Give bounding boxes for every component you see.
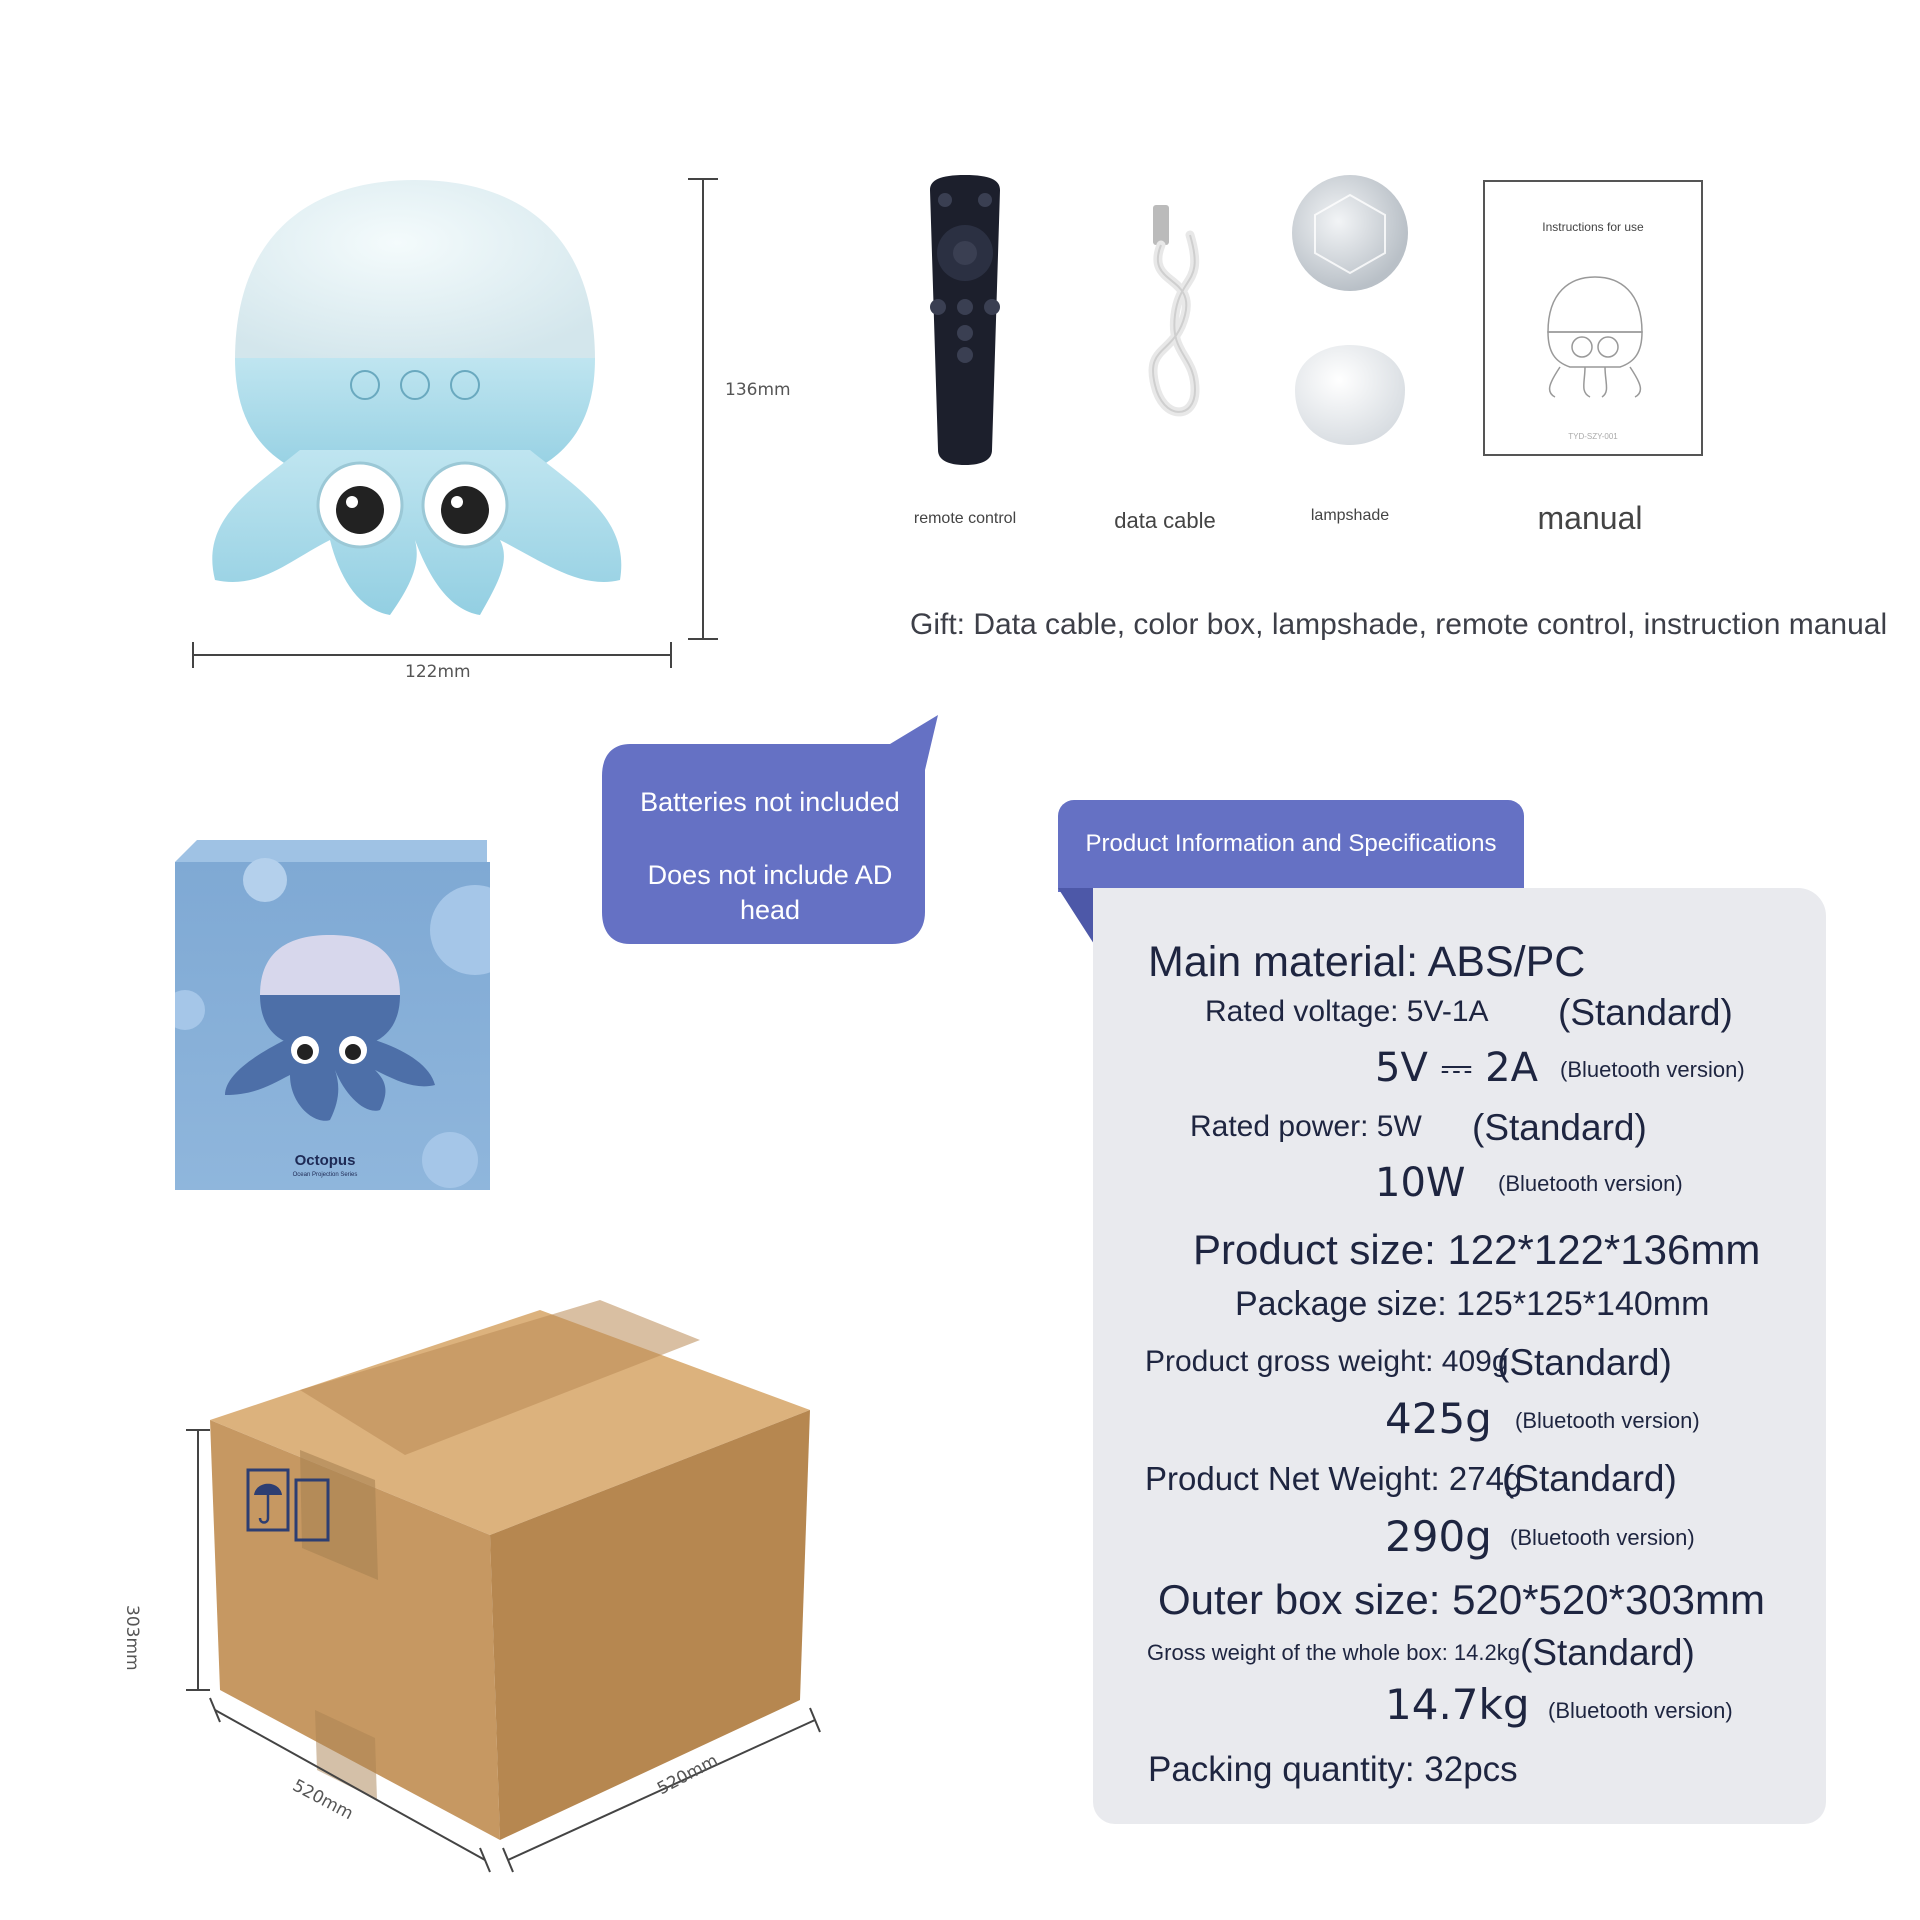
- spec-box-gross-weight-standard: (Standard): [1520, 1632, 1695, 1673]
- height-dimension-cap-bottom: [688, 638, 718, 640]
- product-image: [180, 160, 640, 630]
- spec-tab-fold: [1058, 888, 1094, 944]
- height-dimension-cap-top: [688, 178, 718, 180]
- spec-gross-weight-bt-tag: (Bluetooth version): [1515, 1408, 1700, 1433]
- spec-packing-quantity: Packing quantity: 32pcs: [1148, 1750, 1518, 1789]
- usb-cable-icon: [1148, 205, 1200, 417]
- spec-rated-power-bt-tag: (Bluetooth version): [1498, 1171, 1683, 1196]
- spec-net-weight-standard: (Standard): [1502, 1458, 1677, 1499]
- remote-control-icon: [930, 175, 1000, 465]
- spec-net-weight-bt: 290g: [1385, 1512, 1492, 1561]
- width-dimension-line: [192, 654, 672, 656]
- spec-net-weight: Product Net Weight: 274g: [1145, 1460, 1523, 1497]
- remote-control-label: remote control: [913, 510, 1017, 527]
- spec-rated-voltage: Rated voltage: 5V-1A: [1205, 995, 1489, 1028]
- octopus-lamp-icon: [212, 180, 622, 615]
- spec-box-gross-weight-bt-tag: (Bluetooth version): [1548, 1698, 1733, 1723]
- spec-rated-voltage-bt-tag: (Bluetooth version): [1560, 1057, 1745, 1082]
- lampshade-icon: [1292, 175, 1408, 445]
- spec-rated-power: Rated power: 5W: [1190, 1110, 1422, 1143]
- manual-label: manual: [1537, 500, 1643, 536]
- spec-rated-power-standard: (Standard): [1472, 1107, 1647, 1148]
- product-height-label: 136mm: [725, 380, 791, 400]
- width-dimension-cap-left: [192, 642, 194, 668]
- carton-box-icon: [186, 1300, 821, 1873]
- carton-image: [160, 1280, 840, 1880]
- spec-panel: [1093, 888, 1826, 1824]
- lampshade-image: [1290, 175, 1420, 455]
- spec-gross-weight: Product gross weight: 409g: [1145, 1345, 1509, 1378]
- height-dimension-line: [702, 178, 704, 638]
- manual-model-number: TYD-SZY-001: [1568, 432, 1618, 441]
- spec-header: Product Information and Specifications: [1085, 830, 1497, 857]
- speech-bubble-shape: [602, 715, 938, 944]
- color-box-tagline: Ocean Projection Series: [292, 1172, 358, 1178]
- data-cable-image: [1135, 195, 1215, 435]
- color-box-brand: Octopus: [294, 1152, 356, 1169]
- data-cable-label: data cable: [1114, 508, 1216, 533]
- spec-rated-power-bt: 10W: [1375, 1160, 1466, 1206]
- manual-cover-title: Instructions for use: [1542, 220, 1644, 234]
- gift-box-icon: [165, 840, 520, 1190]
- lampshade-label: lampshade: [1310, 507, 1390, 524]
- adapter-note: Does not include AD head: [647, 860, 893, 925]
- spec-gross-weight-standard: (Standard): [1497, 1342, 1672, 1383]
- batteries-note: Batteries not included: [640, 787, 900, 817]
- color-box-image: Octopus Ocean Projection Series: [165, 840, 520, 1190]
- spec-outer-box-size: Outer box size: 520*520*303mm: [1158, 1576, 1766, 1623]
- carton-height-label: 303mm: [122, 1605, 142, 1671]
- spec-gross-weight-bt: 425g: [1385, 1394, 1492, 1443]
- spec-rated-voltage-bt: 5V ⎓ 2A: [1375, 1045, 1538, 1091]
- spec-net-weight-bt-tag: (Bluetooth version): [1510, 1525, 1695, 1550]
- product-width-label: 122mm: [405, 662, 471, 682]
- spec-box-gross-weight-bt: 14.7kg: [1385, 1680, 1530, 1729]
- spec-product-size: Product size: 122*122*136mm: [1193, 1226, 1761, 1273]
- octopus-outline-icon: [1547, 276, 1643, 398]
- remote-control-image: [920, 175, 1010, 465]
- spec-box-gross-weight: Gross weight of the whole box: 14.2kg: [1147, 1640, 1520, 1665]
- gift-text: Gift: Data cable, color box, lampshade, …: [910, 608, 1888, 641]
- width-dimension-cap-right: [670, 642, 672, 668]
- spec-main-material: Main material: ABS/PC: [1148, 938, 1586, 986]
- manual-image: Instructions for use TYD-SZY-001: [1483, 180, 1703, 456]
- spec-package-size: Package size: 125*125*140mm: [1235, 1285, 1710, 1323]
- spec-header-tab: [1058, 800, 1524, 892]
- spec-rated-voltage-standard: (Standard): [1558, 992, 1733, 1033]
